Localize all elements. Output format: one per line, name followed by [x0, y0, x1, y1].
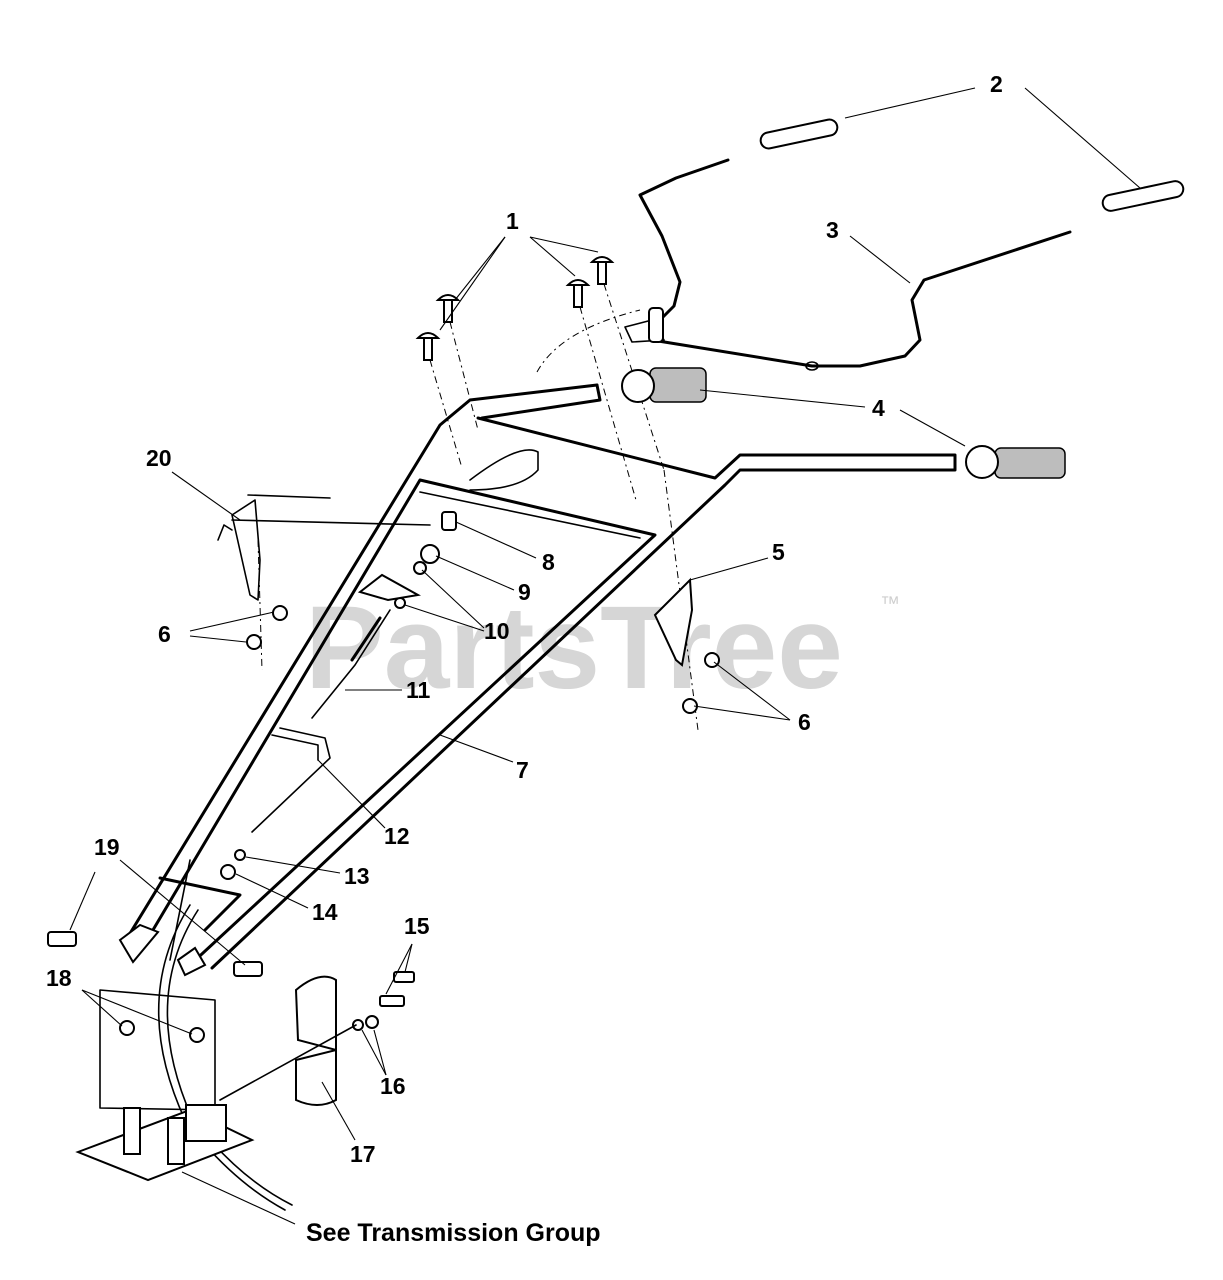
- callout-9: 9: [518, 579, 531, 605]
- callout-16: 16: [380, 1073, 406, 1099]
- part-1-carriage-bolts[interactable]: [415, 256, 615, 361]
- callout-4: 4: [872, 395, 885, 421]
- see-transmission-group-note: See Transmission Group: [306, 1219, 601, 1247]
- parts-13-14-washers[interactable]: [220, 849, 246, 880]
- watermark-text: PartsTree: [305, 582, 843, 714]
- callout-5: 5: [772, 539, 785, 565]
- callout-8: 8: [542, 549, 555, 575]
- part-4-handle-springs[interactable]: [621, 367, 1066, 479]
- callout-labels: 2 3 1 4 20 5 8 9 6 10 11 6 7 12 19 13 14…: [46, 71, 1003, 1167]
- part-12-clutch-rod[interactable]: [251, 727, 331, 833]
- callout-15: 15: [404, 913, 430, 939]
- part-3-control-bail[interactable]: [624, 158, 1072, 371]
- part-20-bracket[interactable]: [217, 494, 431, 601]
- callout-17: 17: [350, 1141, 376, 1167]
- parts-8-9-10-hardware[interactable]: [357, 511, 457, 609]
- callout-19: 19: [94, 834, 120, 860]
- parts-15-16-hardware[interactable]: [219, 971, 415, 1101]
- base-plate[interactable]: [75, 1104, 255, 1182]
- callout-6-left: 6: [158, 621, 171, 647]
- part-11-cable-spring[interactable]: [311, 609, 391, 719]
- callout-12: 12: [384, 823, 410, 849]
- part-19-pivot-bolts[interactable]: [47, 931, 263, 977]
- watermark-trademark: ™: [880, 593, 900, 615]
- part-17-lever-guide[interactable]: [294, 975, 337, 1106]
- callout-7: 7: [516, 757, 529, 783]
- control-cable[interactable]: [157, 904, 293, 1211]
- part-2-handle-grips[interactable]: [759, 118, 1185, 212]
- leader-lines: [69, 87, 1141, 1225]
- callout-6-right: 6: [798, 709, 811, 735]
- callout-14: 14: [312, 899, 338, 925]
- callout-13: 13: [344, 863, 370, 889]
- callout-3: 3: [826, 217, 839, 243]
- part-7-handle-frame[interactable]: [118, 383, 957, 977]
- callout-10: 10: [484, 618, 510, 644]
- part-18-mounting-plate[interactable]: [99, 989, 216, 1111]
- callout-11: 11: [406, 677, 431, 703]
- callout-2: 2: [990, 71, 1003, 97]
- callout-18: 18: [46, 965, 72, 991]
- part-5-bracket[interactable]: [653, 577, 694, 667]
- callout-1: 1: [506, 208, 519, 234]
- callout-20: 20: [146, 445, 172, 471]
